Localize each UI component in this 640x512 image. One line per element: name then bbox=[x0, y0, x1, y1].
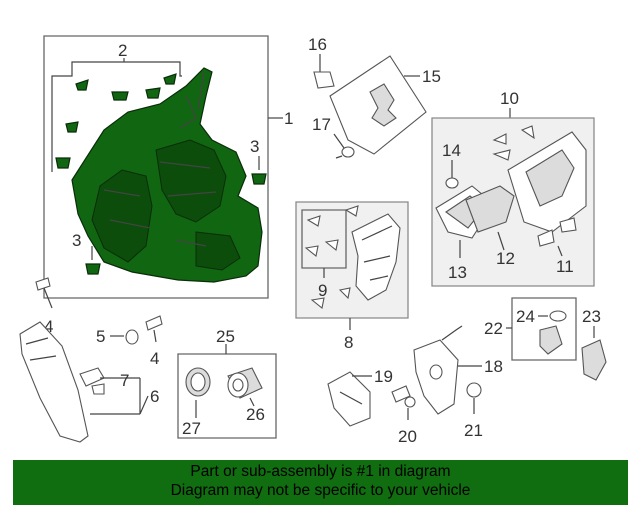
callout-3b[interactable]: 3 bbox=[72, 231, 81, 250]
callout-27[interactable]: 27 bbox=[182, 419, 201, 438]
callout-2[interactable]: 2 bbox=[118, 41, 127, 60]
clips-box-9 bbox=[301, 209, 347, 269]
knob-insert-24 bbox=[539, 325, 563, 355]
callout-16[interactable]: 16 bbox=[308, 35, 327, 54]
clip-16 bbox=[313, 71, 335, 89]
callout-5[interactable]: 5 bbox=[96, 327, 105, 346]
clip-7 bbox=[79, 367, 105, 395]
leader-12 bbox=[497, 231, 505, 251]
nut-21 bbox=[466, 382, 482, 398]
screw-17 bbox=[335, 146, 355, 159]
bracket-8 bbox=[351, 213, 401, 301]
side-trim-panel-6 bbox=[19, 321, 89, 443]
callout-21[interactable]: 21 bbox=[464, 421, 483, 440]
callout-1[interactable]: 1 bbox=[284, 109, 293, 128]
ring-24 bbox=[549, 310, 567, 322]
callout-6[interactable]: 6 bbox=[150, 387, 159, 406]
callout-22[interactable]: 22 bbox=[484, 319, 503, 338]
banner-line-2: Diagram may not be specific to your vehi… bbox=[170, 482, 471, 499]
screw-4a bbox=[35, 277, 53, 309]
clips-2 bbox=[55, 73, 177, 169]
leader-17 bbox=[333, 133, 345, 149]
clip-3a bbox=[251, 173, 267, 185]
callout-26[interactable]: 26 bbox=[246, 405, 265, 424]
info-banner: Part or sub-assembly is #1 in diagram Di… bbox=[13, 460, 628, 505]
clips-11 bbox=[537, 217, 577, 247]
clips-bracket-2 bbox=[51, 61, 182, 172]
callout-10[interactable]: 10 bbox=[500, 89, 519, 108]
banner-line-1: Part or sub-assembly is #1 in diagram bbox=[190, 463, 451, 480]
callout-14[interactable]: 14 bbox=[442, 141, 461, 160]
clip-3b bbox=[85, 263, 101, 275]
bracket-6 bbox=[90, 377, 149, 415]
screw-4b bbox=[145, 315, 163, 343]
cover-panel-15 bbox=[329, 55, 427, 155]
ring-5 bbox=[125, 329, 139, 345]
callout-4b[interactable]: 4 bbox=[150, 349, 159, 368]
clips-10 bbox=[492, 125, 535, 161]
callout-3a[interactable]: 3 bbox=[250, 137, 259, 156]
callout-11[interactable]: 11 bbox=[556, 257, 574, 276]
bracket-18 bbox=[413, 325, 463, 415]
socket-cover-27 bbox=[185, 367, 211, 397]
box-22 bbox=[511, 297, 577, 361]
bolt-20 bbox=[391, 385, 416, 408]
storage-lid-12 bbox=[465, 185, 515, 233]
callout-25[interactable]: 25 bbox=[216, 327, 235, 346]
callout-7[interactable]: 7 bbox=[120, 371, 129, 390]
callout-12[interactable]: 12 bbox=[496, 249, 515, 268]
callout-13[interactable]: 13 bbox=[448, 263, 467, 282]
leader-11 bbox=[557, 245, 563, 257]
power-socket-26 bbox=[227, 367, 263, 399]
callout-19[interactable]: 19 bbox=[374, 367, 393, 386]
callout-20[interactable]: 20 bbox=[398, 427, 417, 446]
callout-17[interactable]: 17 bbox=[312, 115, 331, 134]
socket-box-25 bbox=[177, 353, 277, 439]
clips-9 bbox=[304, 205, 359, 309]
callout-24[interactable]: 24 bbox=[516, 307, 535, 326]
callout-8[interactable]: 8 bbox=[344, 333, 353, 352]
knob-23 bbox=[581, 339, 607, 381]
screw-14 bbox=[445, 177, 459, 189]
callout-23[interactable]: 23 bbox=[582, 307, 601, 326]
assembly-1-frame bbox=[43, 35, 269, 299]
quarter-trim-panel-1[interactable] bbox=[71, 67, 263, 283]
callout-4a[interactable]: 4 bbox=[44, 317, 53, 336]
callout-18[interactable]: 18 bbox=[484, 357, 503, 376]
trim-cover-10 bbox=[507, 131, 587, 233]
callout-9[interactable]: 9 bbox=[318, 281, 327, 300]
bracket-19 bbox=[327, 371, 371, 427]
leader-26 bbox=[249, 397, 255, 407]
callout-15[interactable]: 15 bbox=[422, 67, 441, 86]
